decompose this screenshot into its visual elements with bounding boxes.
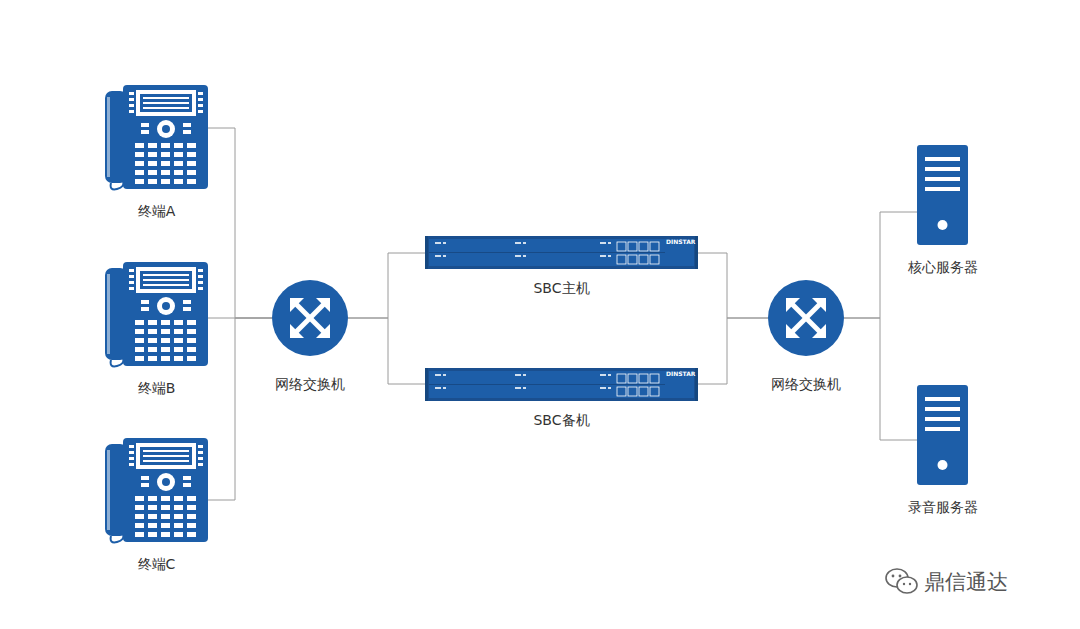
server-icon bbox=[917, 145, 968, 245]
switch-node: 网络交换机 bbox=[768, 280, 844, 356]
network-link bbox=[844, 318, 917, 440]
wechat-icon bbox=[884, 566, 920, 596]
node-label: 终端C bbox=[138, 556, 176, 573]
server-icon bbox=[917, 385, 968, 485]
phone-node: 终端B bbox=[105, 262, 208, 368]
node-label: 核心服务器 bbox=[908, 259, 978, 276]
server-node: 录音服务器 bbox=[917, 385, 968, 485]
node-label: 录音服务器 bbox=[908, 499, 978, 516]
node-label: SBC备机 bbox=[533, 412, 589, 429]
network-link bbox=[348, 318, 425, 384]
switch-icon bbox=[768, 280, 844, 356]
phone-icon bbox=[105, 85, 208, 191]
sbc-icon bbox=[425, 236, 698, 269]
brand-logo: DINSTAR bbox=[666, 238, 695, 245]
switch-node: 网络交换机 bbox=[272, 280, 348, 356]
network-link bbox=[844, 212, 917, 318]
server-node: 核心服务器 bbox=[917, 145, 968, 245]
brand-logo: DINSTAR bbox=[666, 370, 695, 377]
sbc-node: SBC主机 bbox=[425, 236, 698, 269]
sbc-icon bbox=[425, 368, 698, 401]
node-label: 网络交换机 bbox=[771, 376, 841, 393]
phone-node: 终端C bbox=[105, 438, 208, 544]
network-link bbox=[208, 128, 272, 318]
watermark: 鼎信通达 bbox=[924, 568, 1008, 596]
network-link bbox=[698, 318, 768, 384]
network-link bbox=[348, 253, 425, 318]
phone-node: 终端A bbox=[105, 85, 208, 191]
node-label: 终端A bbox=[138, 203, 176, 220]
network-link bbox=[208, 318, 272, 500]
switch-icon bbox=[272, 280, 348, 356]
phone-icon bbox=[105, 262, 208, 368]
node-label: 网络交换机 bbox=[275, 376, 345, 393]
node-label: SBC主机 bbox=[533, 280, 589, 297]
network-link bbox=[698, 253, 768, 318]
phone-icon bbox=[105, 438, 208, 544]
sbc-node: SBC备机 bbox=[425, 368, 698, 401]
node-label: 终端B bbox=[138, 380, 176, 397]
